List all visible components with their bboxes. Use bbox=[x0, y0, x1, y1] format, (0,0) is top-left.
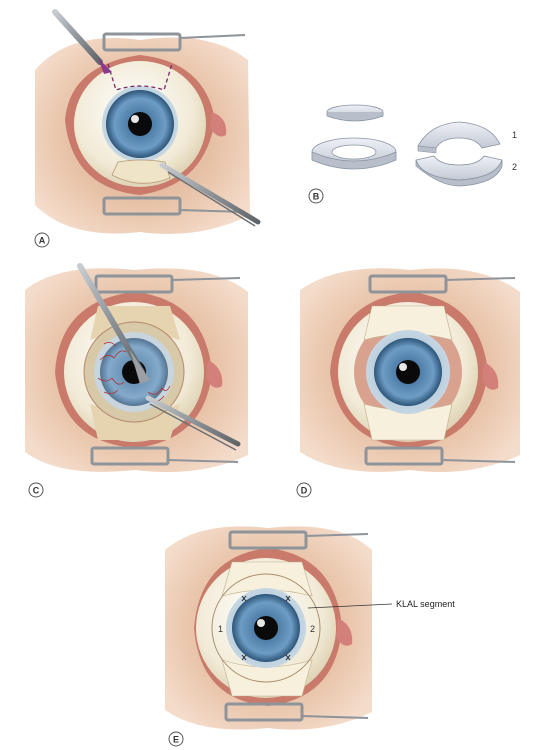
segment-1-number: 1 bbox=[218, 624, 223, 634]
panel-label-a: A bbox=[39, 236, 46, 246]
speculum-lower bbox=[224, 702, 304, 722]
blade-tip bbox=[98, 58, 112, 74]
panel-label-e: E bbox=[173, 735, 179, 745]
panel-label-e-circle bbox=[168, 731, 184, 747]
panel-d: D bbox=[296, 268, 520, 498]
forceps bbox=[159, 162, 261, 225]
panel-b: 1 2 B bbox=[308, 104, 517, 204]
klal-segment-callout: KLAL segment bbox=[396, 599, 455, 609]
caruncle bbox=[206, 360, 223, 388]
panel-label-c: C bbox=[33, 486, 40, 496]
panel-label-b-circle bbox=[308, 188, 324, 204]
klal-ring-outline bbox=[211, 573, 321, 683]
panel-label-c-circle bbox=[28, 482, 44, 498]
scleral-flap bbox=[111, 159, 171, 184]
klal-graft-bottom bbox=[221, 659, 313, 697]
speculum-lower bbox=[364, 446, 444, 466]
panel-c: C bbox=[25, 263, 248, 498]
caruncle bbox=[482, 362, 499, 390]
caruncle bbox=[336, 618, 353, 646]
blade-handle bbox=[52, 9, 103, 65]
ring-segment-2-number: 2 bbox=[512, 162, 517, 172]
speculum-lower bbox=[102, 196, 182, 216]
panel-label-d-circle bbox=[296, 482, 312, 498]
pupil-highlight bbox=[131, 115, 139, 123]
ring-segment-1-number: 1 bbox=[512, 130, 517, 140]
callout-leader bbox=[307, 603, 393, 609]
pupil bbox=[254, 616, 278, 640]
panel-label-b: B bbox=[313, 192, 320, 202]
speculum-upper bbox=[368, 274, 448, 294]
incision-outline bbox=[107, 63, 173, 91]
speculum-upper bbox=[94, 274, 174, 294]
panel-label-a-circle bbox=[34, 232, 50, 248]
speculum-upper bbox=[102, 32, 182, 52]
sutures bbox=[241, 595, 291, 661]
pupil bbox=[128, 112, 152, 136]
speculum-lower bbox=[90, 446, 170, 466]
ring-segment-1 bbox=[417, 121, 501, 149]
caruncle bbox=[210, 112, 227, 137]
panel-e: 1 2 KLAL segment E bbox=[165, 526, 455, 747]
segment-2-number: 2 bbox=[310, 624, 315, 634]
speculum-upper bbox=[228, 530, 308, 550]
panel-label-d: D bbox=[301, 486, 308, 496]
forceps bbox=[145, 395, 241, 447]
pupil bbox=[396, 360, 420, 384]
panel-a: A bbox=[34, 9, 261, 248]
